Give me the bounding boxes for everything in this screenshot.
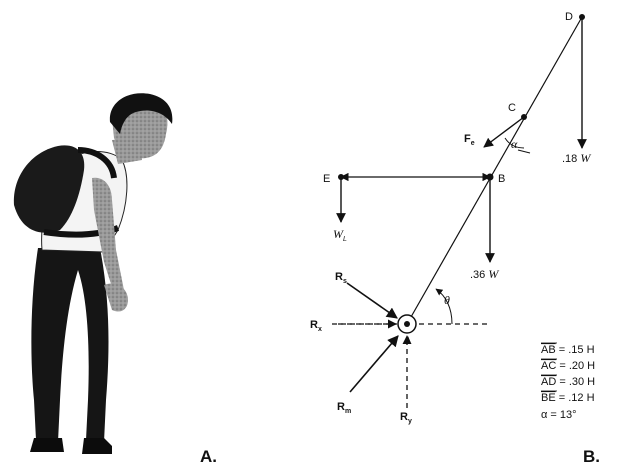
label-load-b: .36 W xyxy=(470,267,499,281)
label-d: D xyxy=(565,11,573,23)
dimension-ab: AB = .15 H xyxy=(541,344,595,356)
force-arrow-rm xyxy=(349,335,399,393)
free-body-diagram: D C B E A Fe α .18 W .36 W WL Rs Rx Rm R… xyxy=(310,11,591,425)
person-shoe-back xyxy=(30,438,64,452)
theta-arc xyxy=(435,288,453,325)
person-hand xyxy=(104,283,128,312)
force-arrow-rs xyxy=(346,282,398,319)
label-wl: WL xyxy=(333,227,347,243)
dimension-legend: AB = .15 H AC = .20 H AD = .30 H BE = .1… xyxy=(541,342,595,421)
label-theta: θ xyxy=(444,293,450,307)
label-b: B xyxy=(498,173,505,185)
person-arm xyxy=(92,177,126,306)
point-e xyxy=(338,174,344,180)
label-e: E xyxy=(323,173,330,185)
label-alpha: α xyxy=(511,137,518,151)
label-a: A xyxy=(404,335,412,347)
alpha-tick xyxy=(517,149,531,154)
backpack xyxy=(13,145,85,233)
person-hair xyxy=(109,93,173,134)
label-load-d: .18 W xyxy=(562,151,591,165)
point-d xyxy=(579,14,585,20)
label-ry: Ry xyxy=(400,411,412,425)
panel-label-b: B. xyxy=(583,447,600,466)
dimension-ad: AD = .30 H xyxy=(541,376,595,388)
dimension-ac: AC = .20 H xyxy=(541,360,595,372)
angle-note: α = 13° xyxy=(541,409,577,421)
person-legs xyxy=(31,248,109,442)
force-arrow-fe xyxy=(483,116,525,148)
person-shoe-front xyxy=(82,438,112,454)
joint-a-inner xyxy=(404,321,410,327)
panel-label-a: A. xyxy=(200,447,217,466)
label-rx: Rx xyxy=(310,319,322,333)
dimension-be: BE = .12 H xyxy=(541,392,595,404)
trunk-line xyxy=(406,16,583,325)
label-fe: Fe xyxy=(464,133,475,147)
alpha-arc xyxy=(504,137,525,149)
point-c xyxy=(521,114,527,120)
label-c: C xyxy=(508,102,516,114)
point-b xyxy=(486,173,494,181)
person-illustration xyxy=(13,93,173,454)
label-rs: Rs xyxy=(335,271,347,285)
label-rm: Rm xyxy=(337,401,351,415)
